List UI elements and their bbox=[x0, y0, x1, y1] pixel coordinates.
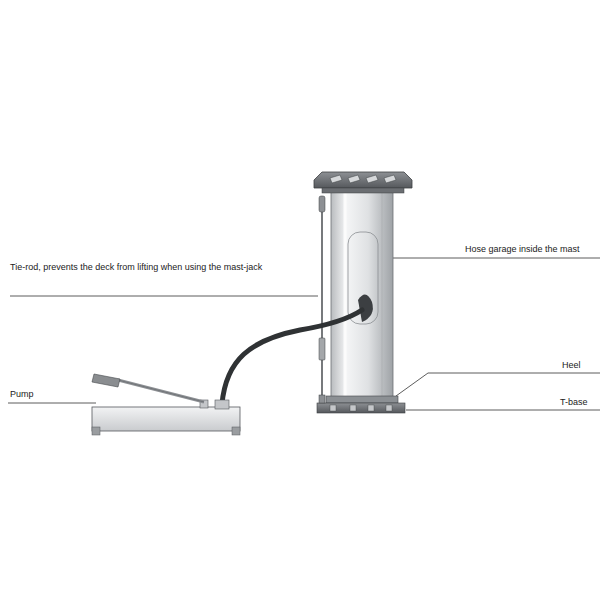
hose-garage-label: Hose garage inside the mast bbox=[465, 244, 605, 255]
heel-label: Heel bbox=[562, 360, 602, 371]
leader-lines bbox=[8, 258, 600, 410]
t-base-label: T-base bbox=[560, 397, 605, 408]
mast-tube bbox=[331, 188, 393, 398]
pump bbox=[92, 374, 240, 435]
hydraulic-hose bbox=[222, 310, 362, 404]
tie-rod bbox=[319, 196, 325, 403]
pump-label: Pump bbox=[10, 389, 90, 400]
t-base bbox=[317, 403, 405, 413]
tie-rod-label: Tie-rod, prevents the deck from lifting … bbox=[10, 262, 310, 273]
heel bbox=[326, 396, 398, 403]
deck-slots bbox=[330, 175, 396, 183]
deck-plate bbox=[314, 172, 412, 188]
